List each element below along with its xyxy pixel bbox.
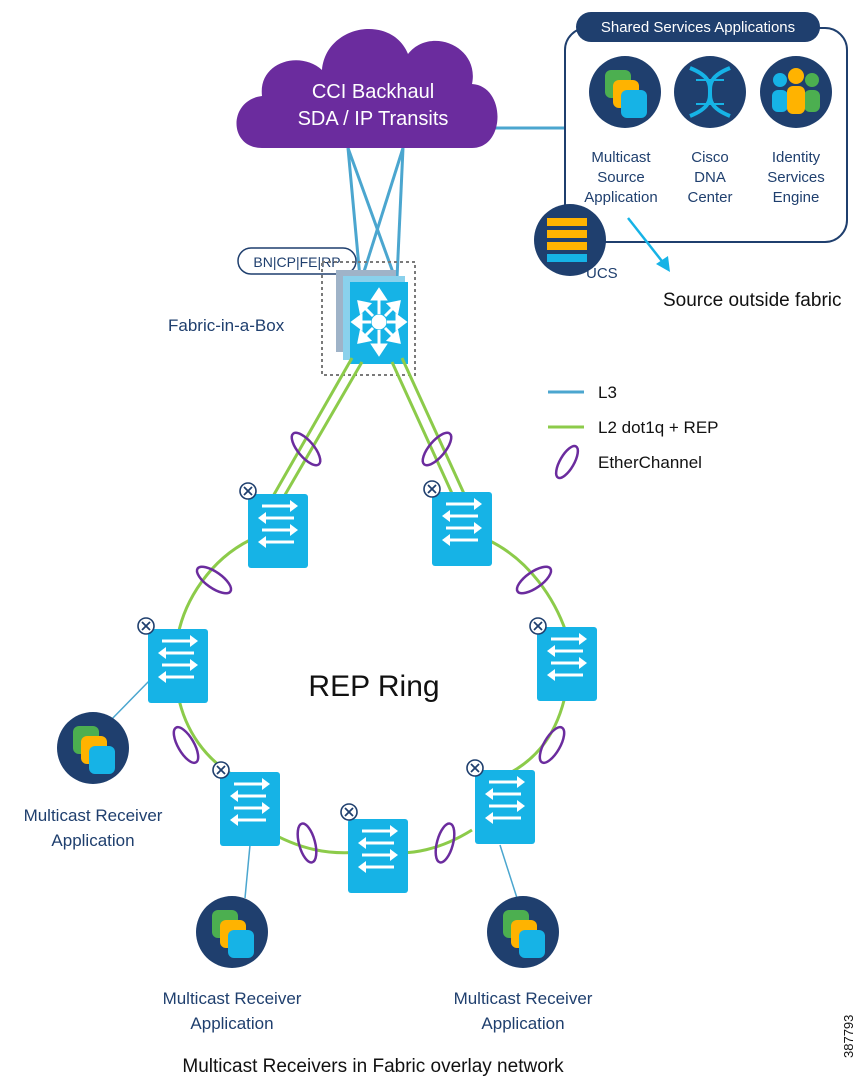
app-2-line-1: Cisco [691, 149, 729, 166]
app-1-line-3: Application [584, 189, 657, 206]
blocked-port-icon [340, 803, 358, 821]
blocked-port-icon [212, 761, 230, 779]
fabric-dashed-box [321, 261, 416, 376]
cloud-line-2: SDA / IP Transits [298, 108, 449, 130]
app-3-line-3: Engine [773, 189, 820, 206]
fabric-in-a-box-switch [336, 270, 408, 364]
multicast-source-app-icon [589, 56, 661, 128]
fabric-label: Fabric-in-a-Box [168, 316, 285, 335]
receiver-left-line-1: Multicast Receiver [24, 806, 163, 825]
ring-switch-top-right [423, 480, 492, 566]
receiver-bottom-left-line-1: Multicast Receiver [163, 989, 302, 1008]
fabric-roles: BN|CP|FE|RP [253, 254, 340, 270]
shared-services-title: Shared Services Applications [601, 19, 795, 36]
fabric-roles-badge [237, 247, 357, 275]
app-3-line-2: Services [767, 169, 825, 186]
app-2-line-2: DNA [694, 169, 726, 186]
legend-l3-label: L3 [598, 383, 617, 402]
source-outside-arrow [627, 217, 670, 272]
cisco-dna-center-icon [674, 56, 746, 128]
access-links [107, 677, 518, 899]
ring-switch-bottom-right [466, 759, 535, 844]
multicast-receiver-bottom-right-icon [487, 896, 559, 968]
app-1-line-2: Source [597, 169, 645, 186]
cci-backhaul-cloud: CCI Backhaul SDA / IP Transits [236, 29, 498, 148]
legend-etherchannel-label: EtherChannel [598, 453, 702, 472]
blocked-port-icon [137, 617, 155, 635]
app-1-line-1: Multicast [591, 149, 651, 166]
legend-l2-label: L2 dot1q + REP [598, 418, 719, 437]
ring-switch-bottom [340, 803, 408, 893]
footer-caption: Multicast Receivers in Fabric overlay ne… [182, 1056, 564, 1077]
multicast-receiver-bottom-left-icon [196, 896, 268, 968]
blocked-port-icon [239, 482, 257, 500]
ucs-label: UCS [586, 265, 618, 282]
legend-etherchannel-swatch [554, 444, 580, 480]
app-3-line-1: Identity [772, 149, 821, 166]
ring-switch-right [529, 617, 597, 701]
source-outside-note: Source outside fabric [663, 290, 842, 311]
ucs-server-icon [534, 204, 606, 276]
receiver-bottom-left-line-2: Application [190, 1014, 273, 1033]
blocked-port-icon [423, 480, 441, 498]
rep-ring-label: REP Ring [308, 670, 439, 703]
cloud-line-1: CCI Backhaul [312, 81, 434, 103]
receiver-bottom-right-line-2: Application [481, 1014, 564, 1033]
shared-services-box: Shared Services Applications Multicast S… [564, 12, 848, 243]
app-2-line-3: Center [687, 189, 732, 206]
receiver-left-line-2: Application [51, 831, 134, 850]
ring-switch-left [137, 617, 208, 703]
legend: L3 L2 dot1q + REP EtherChannel [548, 383, 719, 480]
figure-id: 387793 [841, 1015, 856, 1058]
identity-services-engine-icon [760, 56, 832, 128]
blocked-port-icon [466, 759, 484, 777]
receiver-bottom-right-line-1: Multicast Receiver [454, 989, 593, 1008]
l3-links [346, 126, 565, 279]
blocked-port-icon [529, 617, 547, 635]
ring-switch-bottom-left [212, 761, 280, 846]
multicast-receiver-left-icon [57, 712, 129, 784]
etherchannel-markers [172, 431, 566, 864]
ring-switch-top-left [239, 482, 308, 568]
